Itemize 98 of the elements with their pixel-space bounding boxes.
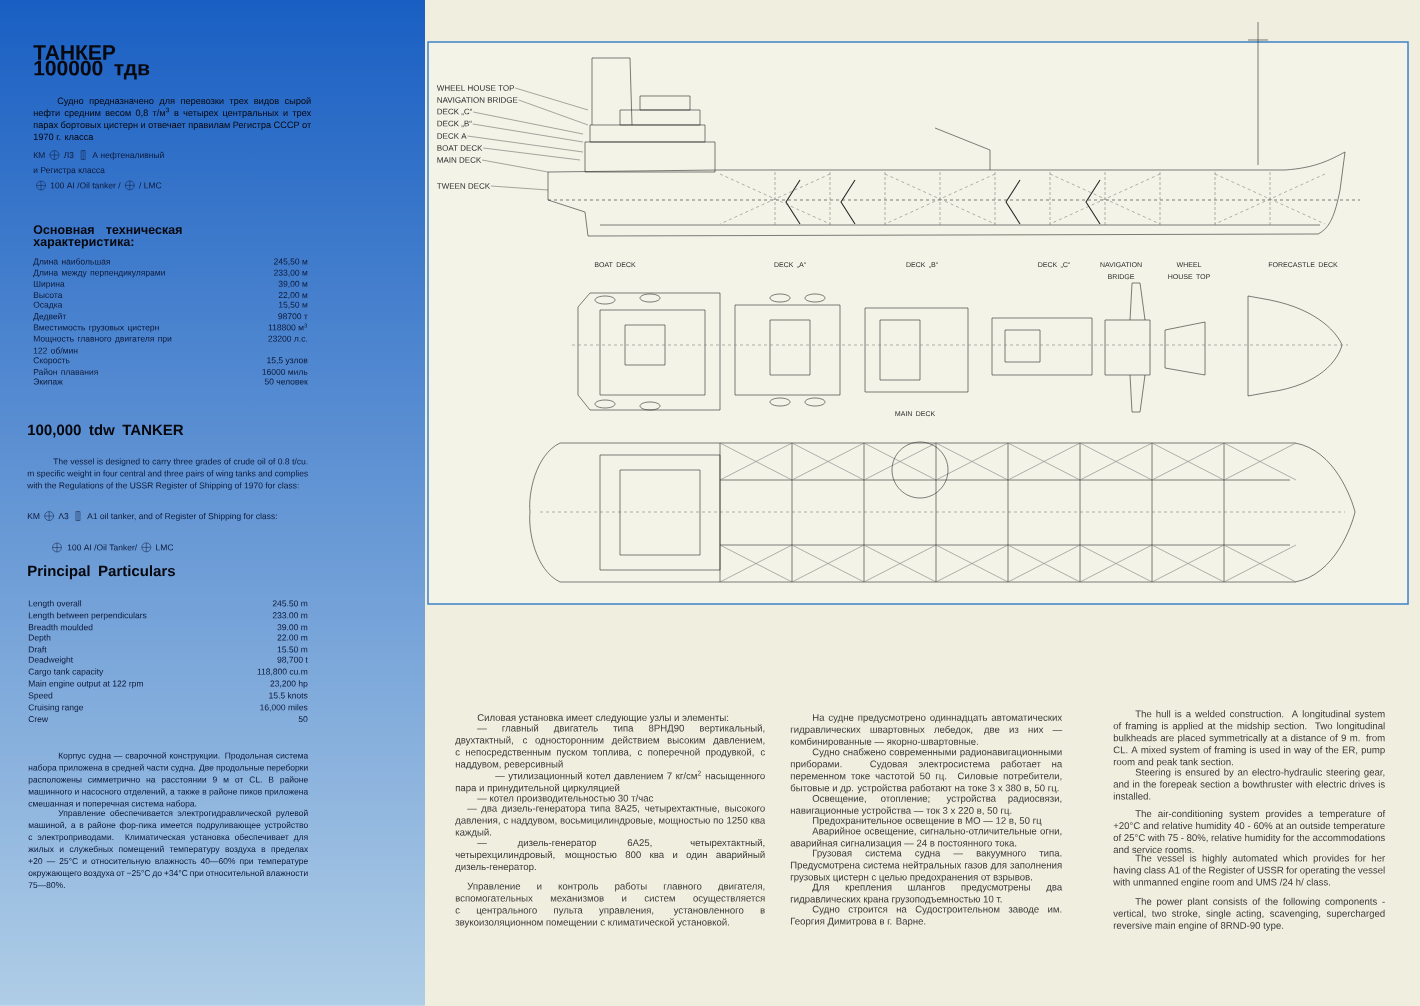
table-value: 50 человек	[264, 378, 308, 385]
table-value: 22,00 м	[278, 292, 308, 300]
paragraph: — котел производительностью 30 т/час	[477, 794, 654, 804]
leader-line	[481, 159, 549, 173]
class-notation: / LMC	[139, 182, 162, 189]
class-notation: 100 AI /Oil tanker /	[50, 182, 121, 189]
paragraph: и Регистра класса	[33, 167, 105, 175]
class-notation: КМ	[33, 152, 45, 159]
paragraph: На судне предусмотрено одиннадцать автоматических гидравлических швартовных лебедок, две из них — комбинированные — якорно-швартовные.	[790, 714, 1063, 747]
leader-line	[490, 185, 549, 191]
deck-label: MAIN DECK	[437, 157, 482, 163]
table-label: Вместимость грузовых цистерн	[33, 324, 159, 333]
paragraph: The air-conditioning system provides a temperature of +20°C and relative humidity 40 - 60% at an outside temperature of 25°C with 75 - 80%, relative humidity for the accommodations and service rooms.	[1113, 810, 1386, 854]
table-value: 23,200 hp	[270, 680, 308, 689]
deck-label: TWEEN DECK	[437, 183, 491, 189]
table-value: 245.50 m	[272, 600, 308, 607]
paragraph: Steering is ensured by an electro-hydraulic steering gear, and in the forepeak section a bowthruster with electric drives is installed.	[1113, 768, 1385, 800]
table-label: Район плавания	[33, 368, 98, 375]
class-notation: A1 oil tanker, and of Register of Shipping for class:	[87, 512, 277, 521]
paragraph: The hull is a welded construction. A longitudinal system of framing is applied at the midship section. Two longitudinal bulkheads are placed symmetrically at a distance of 9 m. from CL. A mixed system of framing is used in way of the ER, pump room and peak tank section.	[1113, 710, 1385, 768]
paragraph: The vessel is highly automated which provides for her having class A1 of the Register of USSR for operating the vessel with unmanned engine room and UMS /24 h/ class.	[1113, 854, 1385, 888]
class-notation: KM	[27, 513, 40, 520]
paragraph: Силовая установка имеет следующие узлы и элементы:	[477, 714, 729, 723]
table-label: Length between perpendiculars	[28, 612, 147, 621]
table-value: 118,800 cu.m	[257, 668, 308, 676]
table-value: 15.5 knots	[269, 692, 308, 699]
paragraph: Судно строится на Судостроительном заводе им. Георгия Димитрова в г. Варне.	[791, 905, 1062, 927]
class-notation: 100 AI /Oil Tanker/	[67, 544, 138, 551]
table-value: 233,00 м	[274, 269, 308, 277]
table-value: 16000 миль	[262, 368, 308, 375]
paragraph: — утилизационный котел давлением 7 кг/см$^{2}$ насыщенного пара и принудительной циркуляцией	[455, 770, 765, 794]
paragraph: Судно предназначено для перевозки трех видов сырой нефти средним весом 0,8 т/м$^{3}$ в четырех центральных и трех парах бортовых цистерн и отвечает правилам Регистра СССР от 1970 г. класса	[33, 97, 312, 141]
deck-label: BOAT DECK	[437, 145, 483, 151]
deck-label: WHEEL HOUSE TOP	[436, 85, 515, 91]
table-value: 98700 т	[278, 313, 308, 320]
table-value: 16,000 miles	[260, 704, 308, 712]
table-label: Осадка	[33, 301, 63, 310]
paragraph: Предохранительное освещение в МО — 12 в, 50 гц	[813, 817, 1042, 826]
paragraph: Грузовая система судна — вакуумного типа. Предусмотрена система нейтральных газов для заполнения грузовых цистерн с целью предохранения от взрывов.	[790, 849, 1062, 883]
heading: ТАНКЕР 100000 тдв	[33, 45, 150, 80]
deck-label: NAVIGATION BRIDGE	[437, 97, 518, 103]
table-label: Crew	[28, 716, 49, 723]
table-value: 245,50 м	[274, 258, 308, 266]
class-notation: Л3	[63, 152, 74, 159]
table-value: 39,00 м	[278, 280, 308, 288]
table-label: Length overall	[28, 600, 81, 609]
table-label: Длина наибольшая	[33, 258, 110, 267]
class-notation: А нефтеналивный	[92, 151, 164, 160]
leader-line	[472, 123, 584, 143]
table-value: 15,50 м	[278, 301, 308, 309]
table-label: Cargo tank capacity	[28, 668, 104, 677]
table-value: 23200 л.с.	[268, 335, 307, 342]
table-label: Дедвейт	[33, 312, 67, 321]
table-label: Ширина	[33, 280, 65, 289]
table-label: Breadth moulded	[28, 624, 93, 631]
deck-label: DECK „C“	[437, 108, 473, 116]
paragraph: — дизель-генератор 6А25, четырехтактный, четырехцилиндровый, мощностью 800 ква и один аварийный дизель-генератор.	[455, 838, 765, 872]
table-label: Depth	[28, 634, 51, 643]
table-label: Main engine output at 122 rpm	[28, 680, 143, 689]
leader-line	[483, 147, 581, 161]
table-label: Deadweight	[28, 656, 73, 665]
paragraph: Для крепления шлангов предусмотрены два гидравлических крана грузоподъемностью 10 т.	[790, 883, 1063, 905]
heading: Principal Particulars	[28, 565, 175, 580]
table-label: Экипаж	[33, 378, 63, 385]
table-value: 50	[298, 716, 308, 723]
paragraph: — два дизель-генератора типа 8А25, четырехтактные, высокого давления, с наддувом, восьмицилиндровые, мощностью по 1250 ква каждый.	[455, 804, 766, 838]
table-value: 22.00 m	[277, 634, 308, 641]
table-value: 15,5 узлов	[267, 357, 308, 365]
class-notation: LMC	[156, 544, 174, 551]
paragraph: Освещение, отопление; устройства радиосвязи, навигационные устройства — ток 3 х 220 в, 50 гц.	[790, 794, 1062, 816]
heading: 100,000 tdw TANKER	[28, 424, 184, 438]
paragraph: Судно снабжено современными радионавигационными приборами. Судовая электросистема работает на переменном токе частотой 50 гц. Силовые потребители, бытовые и др. устройства работают на токе 3 х 380 в, 50 гц.	[790, 748, 1063, 794]
leader-line	[518, 99, 589, 126]
table-value: 118800 м$^{3}$	[268, 323, 308, 331]
table-value: 15.50 m	[277, 646, 308, 653]
table-value: 98,700 t	[277, 656, 308, 664]
paragraph: Управление обеспечивается электрогидравлической рулевой машиной, а в районе фор-пика имеется подруливающее устройство с электроприводами. Климатическая установка обеспечивает для жилых и служебных помещений температуру воздуха в пределах +20 — 25°С и относительную влажность 40—60% при температуре окружающего воздуха от −25°С до +34°С при относительной влажности 75—80%.	[28, 809, 309, 889]
table-label: Высота	[33, 292, 63, 299]
paragraph: Управление и контроль работы главного двигателя, вспомогательных механизмов и систем осуществляется с центрального пульта управления, установленного в звукоизоляционном помещении с климатической установкой.	[455, 882, 765, 928]
table-value: 39.00 m	[277, 624, 308, 631]
table-label: Speed	[28, 692, 53, 701]
table-label: Мощность главного двигателя при 122 об/мин	[33, 335, 172, 354]
table-label: Cruising range	[28, 704, 84, 713]
leader-line	[472, 111, 584, 135]
table-value: 233.00 m	[272, 612, 308, 619]
table-label: Скорость	[33, 357, 70, 365]
table-label: Длина между перпендикулярами	[33, 269, 165, 278]
paragraph: Корпус судна — сварочной конструкции. Продольная система набора приложена в средней части судна. Две продольные переборки расположены симметрично на расстоянии 9 м от CL. В районе машинного и насосного отделений, а также в районе пиков приложена смешанная и поперечная система набора.	[28, 752, 309, 809]
class-notation: Λ3	[58, 513, 69, 520]
leader-line	[467, 135, 584, 153]
paragraph: The vessel is designed to carry three grades of crude oil of 0.8 t/cu. m specific weight in four central and three pairs of wing tanks and complies with the Regulations of the USSR Register of Shipping of 1970 for class:	[27, 458, 308, 491]
deck-label: DECK A	[437, 133, 467, 139]
heading: Основная техническая характеристика:	[33, 225, 182, 249]
deck-label: DECK „B“	[437, 120, 472, 128]
paragraph: The power plant consists of the following components - vertical, two stroke, single acting, scavenging, supercharged reversive main engine of 8RND-90 type.	[1113, 897, 1385, 931]
table-label: Draft	[28, 646, 47, 653]
leader-line	[515, 87, 589, 111]
paragraph: Аварийное освещение, сигнально-отличительные огни, аварийная сигнализация — 24 в постоянного тока.	[790, 827, 1062, 849]
